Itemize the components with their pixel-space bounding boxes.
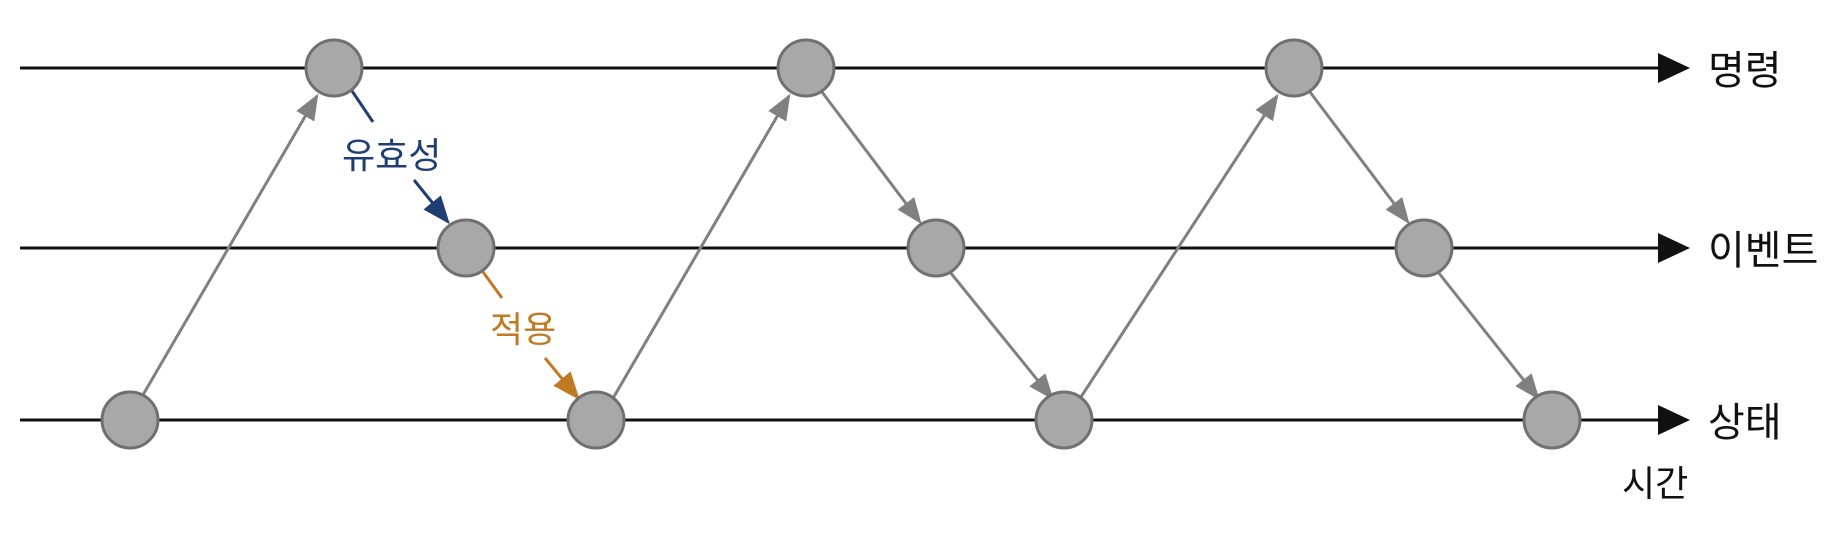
validate-arrow-head	[412, 179, 450, 225]
command-node-3	[1264, 38, 1324, 98]
state-axis-arrowhead	[1658, 405, 1690, 435]
apply-label: 적용	[490, 310, 556, 351]
state-node-2	[566, 390, 626, 450]
apply-arrow-head	[543, 357, 580, 401]
validate-label: 유효성	[342, 136, 441, 177]
command-node-2	[776, 38, 836, 98]
event-axis-arrowhead	[1658, 233, 1690, 263]
event-node-3	[1394, 218, 1454, 278]
state-node-1	[100, 390, 160, 450]
arrow-state3-to-command3	[1077, 93, 1279, 401]
validate-step: 유효성	[342, 87, 450, 225]
arrow-state1-to-command1	[138, 93, 319, 401]
arrow-event3-to-state4	[1436, 271, 1540, 401]
validate-arrow-tail	[348, 87, 375, 123]
timeline-command	[20, 53, 1690, 83]
apply-arrow-tail	[481, 271, 504, 299]
command-node-1	[304, 38, 364, 98]
state-node-4	[1522, 390, 1582, 450]
arrow-command3-to-event3	[1308, 91, 1410, 225]
axis-label-time: 시간	[1622, 464, 1688, 505]
timeline-state	[20, 405, 1690, 435]
apply-step: 적용	[481, 271, 580, 401]
command-axis-arrowhead	[1658, 53, 1690, 83]
lane-label-command: 명령	[1708, 48, 1782, 94]
event-node-2	[906, 218, 966, 278]
transition-arrows	[138, 91, 1540, 401]
state-node-3	[1034, 390, 1094, 450]
lane-label-state: 상태	[1708, 400, 1782, 446]
arrow-event2-to-state3	[948, 271, 1054, 401]
arrow-state2-to-command2	[610, 93, 791, 401]
timeline-event	[20, 233, 1690, 263]
event-node-1	[436, 218, 496, 278]
lane-label-event: 이벤트	[1708, 228, 1818, 274]
nodes	[100, 38, 1582, 450]
arrow-command2-to-event2	[820, 91, 922, 225]
